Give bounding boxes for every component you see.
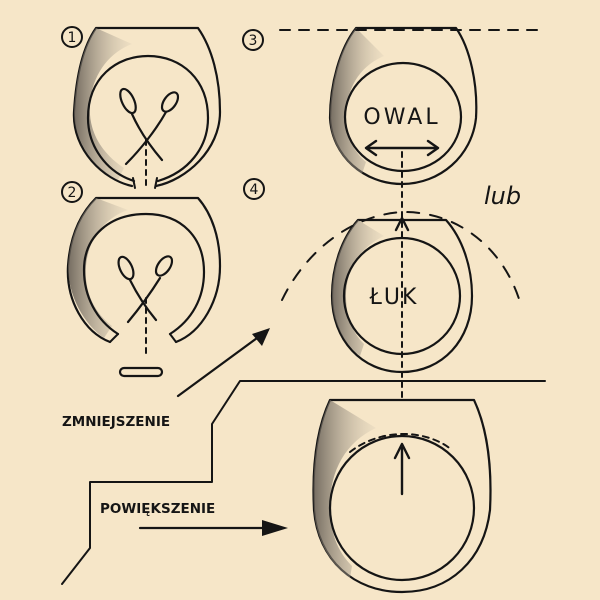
zmniejszenie-arrow-head <box>252 328 270 346</box>
step-3-badge <box>242 29 264 51</box>
dashed-arc <box>281 211 521 303</box>
ring-1-shading <box>74 28 132 180</box>
ring-1-cut-lines <box>132 177 158 189</box>
double-arrow-icon <box>364 139 440 157</box>
ring-step-4: ŁUK lub 4 <box>243 178 521 374</box>
ring-step-2: 2 <box>61 181 222 378</box>
zmniejszenie-label: ZMNIEJSZENIE <box>62 414 170 430</box>
step-3-number: 3 <box>249 33 258 49</box>
ring-1-inner <box>86 54 210 183</box>
luk-label: ŁUK <box>369 285 419 310</box>
ring-5-inner <box>328 434 476 582</box>
removed-segment <box>118 366 164 378</box>
step-4-number: 4 <box>250 182 259 198</box>
step-2-badge <box>61 181 83 203</box>
ring-step-5 <box>312 398 492 594</box>
up-arrow-icon <box>394 216 410 232</box>
powiekszenie-arrow-head <box>262 520 288 536</box>
step-1-badge <box>61 26 83 48</box>
ring-4-inner <box>342 236 462 356</box>
owal-label: OWAL <box>363 105 440 130</box>
scissors-icon <box>117 255 174 324</box>
ring-step-1: 1 <box>61 26 222 189</box>
ring-3-inner-oval <box>343 61 463 173</box>
lub-label: lub <box>484 182 521 210</box>
up-arrow-icon <box>393 442 411 496</box>
step-2-number: 2 <box>68 185 77 201</box>
ring-2-cut-ends <box>109 333 177 343</box>
ring-step-3: OWAL 3 <box>242 26 546 186</box>
ring-2-inner <box>82 212 206 336</box>
zmniejszenie-arrow-line <box>176 328 270 398</box>
ring-5-shading <box>313 400 376 578</box>
powiekszenie-label: POWIĘKSZENIE <box>100 501 215 517</box>
ring-4-shading <box>332 220 384 356</box>
scissors-icon <box>119 87 180 166</box>
ring-5-old-size-dashes <box>349 433 453 453</box>
ring-3-shading <box>330 28 384 174</box>
ring-1-band <box>72 26 222 188</box>
ring-2-shading <box>68 198 128 338</box>
step-4-badge <box>243 178 265 200</box>
step-1-number: 1 <box>68 30 77 46</box>
ring-2-band <box>66 196 222 344</box>
stepped-outline <box>61 380 546 585</box>
